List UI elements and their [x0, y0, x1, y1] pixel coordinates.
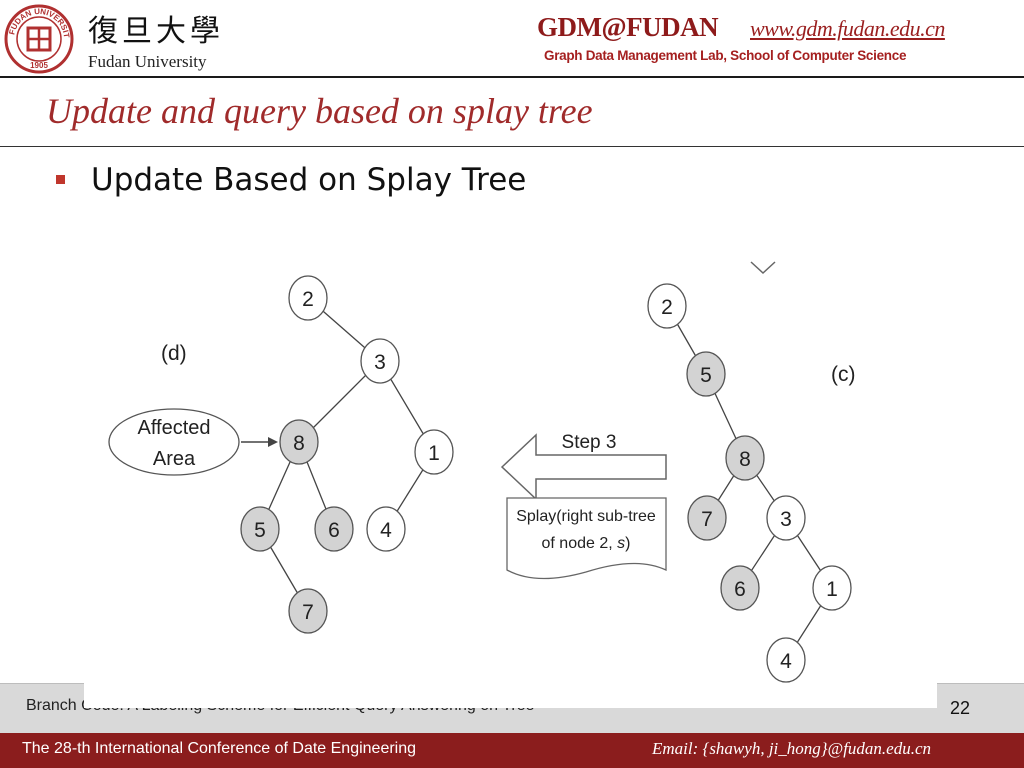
- svg-text:1: 1: [826, 578, 838, 601]
- conference-name: The 28-th International Conference of Da…: [22, 740, 417, 757]
- svg-text:2: 2: [302, 288, 314, 311]
- right-tree-label: (c): [831, 363, 856, 386]
- svg-text:Area: Area: [153, 448, 196, 470]
- svg-text:6: 6: [328, 519, 340, 542]
- left-tree-node-3: 3: [360, 338, 400, 384]
- left-tree-label: (d): [161, 342, 187, 365]
- diagram-bottom-edge: [84, 683, 937, 708]
- svg-text:5: 5: [700, 364, 712, 387]
- left-tree-node-4: 4: [366, 506, 406, 552]
- left-tree-node-6: 6: [314, 506, 354, 552]
- svg-text:Splay(right sub-tree: Splay(right sub-tree: [516, 508, 656, 525]
- header-divider: [0, 76, 1024, 78]
- contact-email: Email: {shawyh, ji_hong}@fudan.edu.cn: [652, 739, 932, 758]
- university-name-english: Fudan University: [88, 52, 207, 71]
- bullet-text: Update Based on Splay Tree: [91, 162, 527, 198]
- left-tree-node-2: 2: [288, 275, 328, 321]
- right-tree-node-7: 7: [687, 495, 727, 541]
- left-tree-node-1: 1: [414, 429, 454, 475]
- fudan-seal-logo: FUDAN UNIVERSITY 1905: [4, 4, 74, 74]
- left-tree-node-5: 5: [240, 506, 280, 552]
- left-tree-node-8: 8: [279, 419, 319, 465]
- right-tree-node-1: 1: [812, 565, 852, 611]
- lab-subtitle: Graph Data Management Lab, School of Com…: [544, 47, 907, 64]
- svg-text:4: 4: [780, 650, 792, 673]
- university-name-chinese: 復旦大學: [88, 14, 224, 49]
- svg-text:7: 7: [701, 508, 713, 531]
- lab-name: GDM@FUDAN: [537, 12, 719, 42]
- page-number: 22: [950, 698, 971, 718]
- svg-text:8: 8: [293, 432, 305, 455]
- svg-text:8: 8: [739, 448, 751, 471]
- svg-text:Affected: Affected: [137, 417, 210, 439]
- svg-text:1: 1: [428, 442, 440, 465]
- svg-text:5: 5: [254, 519, 266, 542]
- right-tree-node-8: 8: [725, 435, 765, 481]
- slide-header: FUDAN UNIVERSITY 1905 復旦大學 Fudan Univers…: [0, 0, 1024, 78]
- bottom-banner: [0, 733, 1024, 768]
- right-tree-node-3: 3: [766, 495, 806, 541]
- svg-text:4: 4: [380, 519, 392, 542]
- svg-text:2: 2: [661, 296, 673, 319]
- svg-text:6: 6: [734, 578, 746, 601]
- step-label: Step 3: [562, 432, 617, 453]
- slide-title: Update and query based on splay tree: [46, 91, 593, 131]
- bullet-square-icon: [56, 175, 65, 184]
- svg-text:7: 7: [302, 601, 314, 624]
- title-divider: [0, 146, 1024, 147]
- svg-text:3: 3: [780, 508, 792, 531]
- affected-area-callout: Affected Area: [108, 408, 240, 476]
- lab-url-link[interactable]: www.gdm.fudan.edu.cn: [750, 16, 945, 41]
- svg-text:3: 3: [374, 351, 386, 374]
- chevron-down-icon: [750, 261, 776, 275]
- step-arrow-icon: [500, 433, 667, 501]
- seal-year: 1905: [30, 61, 48, 70]
- right-tree-node-5: 5: [686, 351, 726, 397]
- right-tree-node-4: 4: [766, 637, 806, 683]
- right-tree-node-6: 6: [720, 565, 760, 611]
- callout-arrow-icon: [241, 437, 278, 447]
- right-tree-node-2: 2: [647, 283, 687, 329]
- left-tree-node-7: 7: [288, 588, 328, 634]
- splay-operation-box: Splay(right sub-tree of node 2, s): [506, 497, 667, 580]
- splay-tree-diagram: 2 3 8 1 5 6 4 7 (d) Affected Area: [84, 240, 937, 708]
- svg-text:of node 2, s): of node 2, s): [542, 535, 631, 552]
